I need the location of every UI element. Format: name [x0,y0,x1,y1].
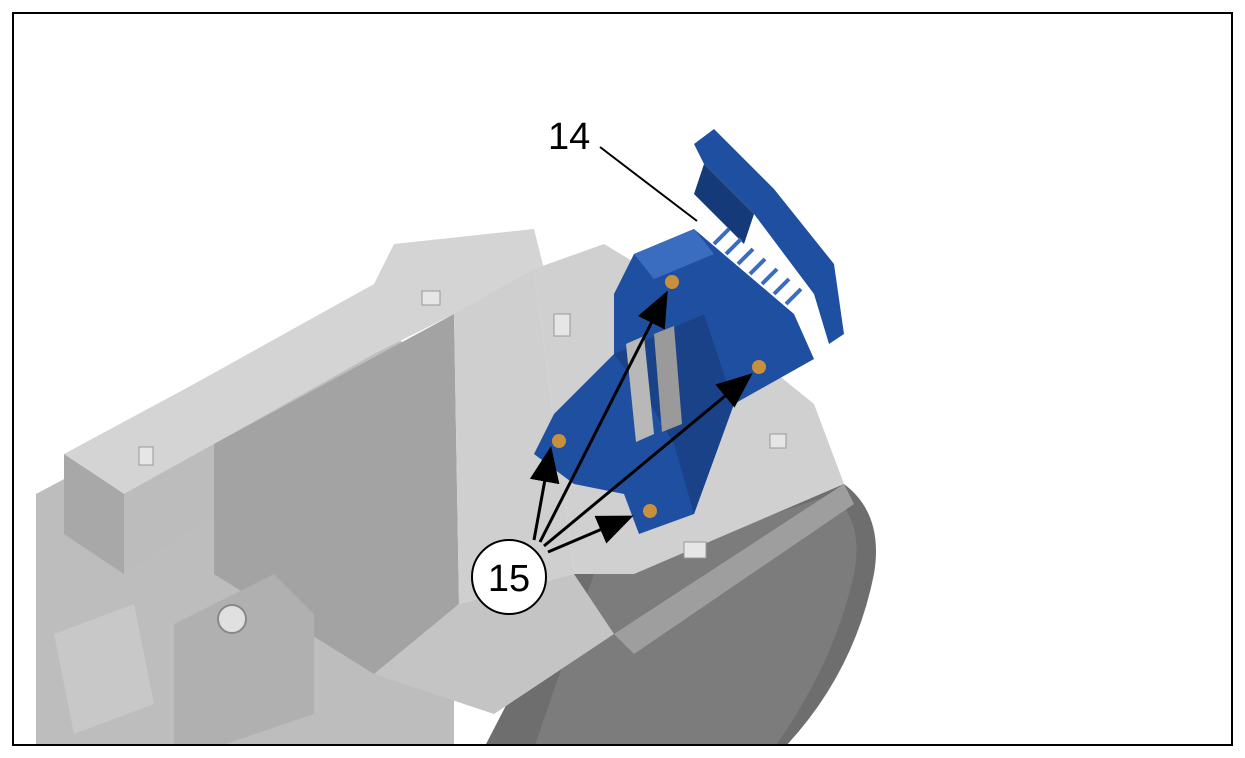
leader-arrow-15 [543,373,753,548]
illustration: 14 15 [36,116,876,744]
callout-14: 14 [548,116,698,222]
leader-line-14 [599,146,698,222]
leader-arrow-15 [538,290,668,543]
spring [712,227,803,306]
screw-head [643,504,657,518]
callout-label-14: 14 [548,116,590,158]
screw-head [665,275,679,289]
screw-head [752,360,766,374]
callout-circle-15 [471,539,547,615]
diagram-frame: 14 15 [12,12,1233,746]
switch-block [54,604,154,734]
leader-arrow-15 [529,446,560,541]
callout-label-15: 15 [488,558,530,600]
leader-arrow-15 [547,515,634,554]
screw-head [552,434,566,448]
callout-15: 15 [471,290,753,615]
hinge-bracket [534,129,844,534]
bracket-upright [694,129,844,344]
